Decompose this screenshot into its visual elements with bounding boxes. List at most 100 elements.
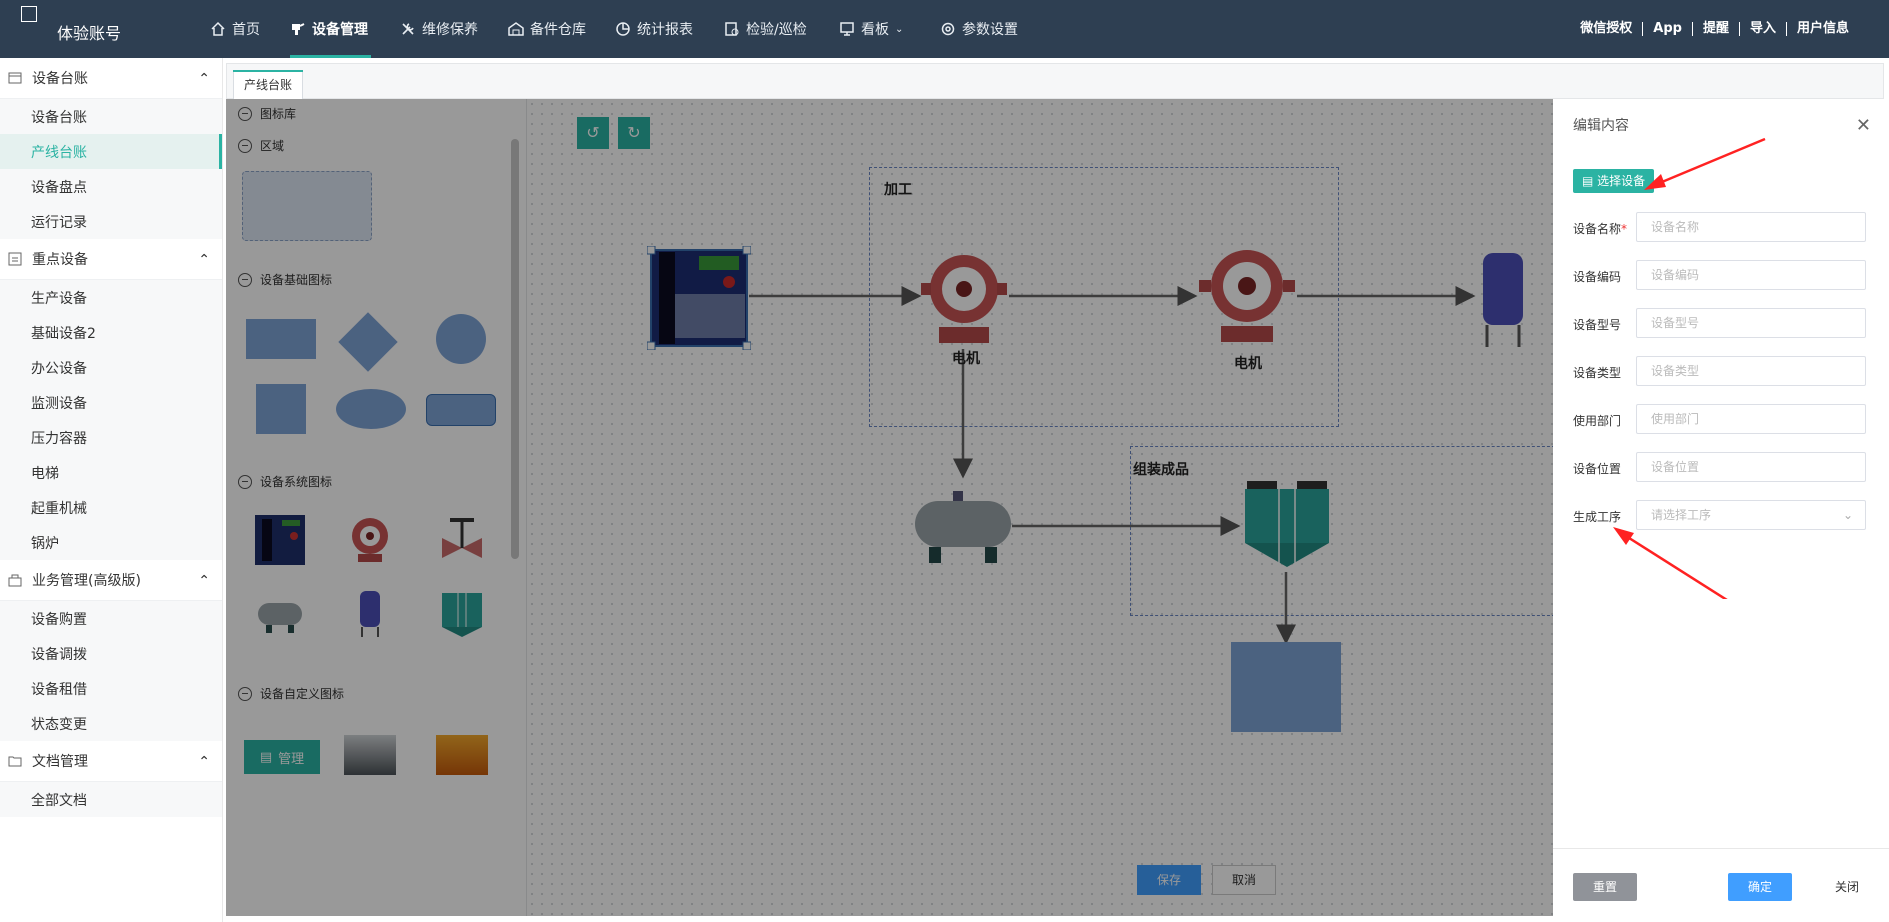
nav-device-management[interactable]: 设备管理	[290, 0, 371, 58]
logo-icon	[21, 6, 37, 22]
sidebar-item-inventory[interactable]: 设备盘点	[0, 169, 222, 204]
flow-canvas[interactable]: ↺ ↻ 加工 组装成品 电机 电机	[527, 99, 1560, 916]
nav-label: 首页	[232, 22, 260, 38]
pump-device-icon[interactable]	[344, 514, 396, 566]
close-button[interactable]: 关闭	[1834, 880, 1859, 894]
reset-button[interactable]: 重置	[1573, 873, 1637, 901]
manage-button[interactable]: ▤管理	[244, 740, 320, 774]
sidebar-item-run-record[interactable]: 运行记录	[0, 204, 222, 239]
sidebar-section-ledger[interactable]: 设备台账 ⌃	[0, 58, 222, 99]
ellipse-shape[interactable]	[336, 389, 406, 429]
sidebar-item-all-docs[interactable]: 全部文档	[0, 782, 222, 817]
cabinet-device-node[interactable]	[647, 246, 751, 350]
field-label: 设备类型	[1573, 366, 1622, 380]
silo-device-icon[interactable]	[436, 587, 488, 639]
sidebar-item-elevator[interactable]: 电梯	[0, 455, 222, 490]
undo-button[interactable]: ↺	[577, 117, 609, 149]
home-icon	[211, 21, 225, 36]
nav-statistics[interactable]: 统计报表	[615, 0, 693, 58]
location-input[interactable]: 设备位置	[1636, 452, 1866, 482]
cabinet-device-icon[interactable]	[254, 514, 306, 566]
library-scrollbar[interactable]	[511, 139, 519, 559]
vessel-device-icon[interactable]	[344, 587, 396, 639]
collapse-icon	[238, 106, 252, 121]
nav-label: 检验/巡检	[746, 22, 807, 38]
tab-line-ledger[interactable]: 产线台账	[233, 70, 304, 100]
wrench-icon	[402, 23, 414, 35]
sidebar-item-status-change[interactable]: 状态变更	[0, 706, 222, 741]
rectangle-node[interactable]	[1231, 642, 1341, 732]
square-shape[interactable]	[256, 384, 306, 434]
sidebar-item-office[interactable]: 办公设备	[0, 350, 222, 385]
redo-button[interactable]: ↻	[618, 117, 650, 149]
system-icons-title[interactable]: 设备系统图标	[238, 473, 332, 490]
sidebar-item-device-ledger[interactable]: 设备台账	[0, 99, 222, 134]
nav-dashboard[interactable]: 看板 ⌄	[839, 0, 903, 58]
nav-home[interactable]: 首页	[210, 0, 260, 58]
nav-inspection[interactable]: 检验/巡检	[724, 0, 807, 58]
sidebar-item-pressure-vessel[interactable]: 压力容器	[0, 420, 222, 455]
tank-device-icon[interactable]	[254, 587, 306, 639]
sidebar-item-line-ledger[interactable]: 产线台账	[0, 134, 222, 169]
cancel-button[interactable]: 取消	[1212, 865, 1276, 895]
basic-icons-title[interactable]: 设备基础图标	[238, 271, 332, 288]
link-app[interactable]: App	[1642, 22, 1692, 36]
nav-maintenance[interactable]: 维修保养	[400, 0, 478, 58]
collapse-icon	[238, 138, 252, 153]
custom-image-2[interactable]	[436, 735, 488, 775]
link-reminder[interactable]: 提醒	[1691, 22, 1739, 36]
sidebar-item-production[interactable]: 生产设备	[0, 280, 222, 315]
custom-icons-title[interactable]: 设备自定义图标	[238, 685, 344, 702]
link-wechat-auth[interactable]: 微信授权	[1580, 21, 1633, 36]
process-select[interactable]: 请选择工序 ⌄	[1636, 500, 1866, 530]
link-user-info[interactable]: 用户信息	[1785, 22, 1859, 36]
region-shape[interactable]	[242, 171, 372, 241]
sidebar-item-boiler[interactable]: 锅炉	[0, 525, 222, 560]
motor-label-1: 电机	[952, 351, 980, 367]
region-group-title[interactable]: 区域	[238, 137, 284, 154]
rounded-rect-shape[interactable]	[426, 394, 496, 426]
inspect-icon	[725, 22, 739, 36]
custom-image-1[interactable]	[344, 735, 396, 775]
basic-icons-text: 设备基础图标	[260, 273, 333, 287]
nav-label: 备件仓库	[530, 22, 586, 38]
nav-settings[interactable]: 参数设置	[940, 0, 1018, 58]
sidebar-section-documents[interactable]: 文档管理 ⌃	[0, 741, 222, 782]
chevron-up-icon: ⌃	[198, 71, 210, 87]
motor-device-node-2[interactable]	[1197, 242, 1297, 346]
region-assembly[interactable]	[1130, 446, 1560, 616]
motor-device-node-1[interactable]	[919, 247, 1009, 347]
device-type-input[interactable]: 设备类型	[1636, 356, 1866, 386]
sidebar-item-rental[interactable]: 设备租借	[0, 671, 222, 706]
section-label: 文档管理	[32, 754, 88, 770]
library-title[interactable]: 图标库	[238, 105, 296, 122]
save-button[interactable]: 保存	[1137, 865, 1201, 895]
close-icon[interactable]: ✕	[1855, 115, 1871, 136]
device-model-input[interactable]: 设备型号	[1636, 308, 1866, 338]
sidebar-item-basic2[interactable]: 基础设备2	[0, 315, 222, 350]
sidebar-item-crane[interactable]: 起重机械	[0, 490, 222, 525]
sidebar-section-business[interactable]: 业务管理(高级版) ⌃	[0, 560, 222, 601]
confirm-button[interactable]: 确定	[1728, 873, 1792, 901]
department-input[interactable]: 使用部门	[1636, 404, 1866, 434]
sidebar-item-monitor[interactable]: 监测设备	[0, 385, 222, 420]
sidebar-item-purchase[interactable]: 设备购置	[0, 601, 222, 636]
section-label: 重点设备	[32, 252, 88, 268]
field-device-model: 设备型号 设备型号	[1573, 308, 1873, 338]
silo-device-node[interactable]	[1237, 481, 1337, 573]
tank-device-node[interactable]	[913, 477, 1013, 573]
circle-shape[interactable]	[436, 314, 486, 364]
vessel-device-node[interactable]	[1473, 249, 1531, 349]
valve-device-icon[interactable]	[436, 514, 488, 566]
choose-device-button[interactable]: ▤ 选择设备	[1573, 169, 1655, 193]
device-code-input[interactable]: 设备编码	[1636, 260, 1866, 290]
library-title-text: 图标库	[260, 107, 297, 121]
rect-shape[interactable]	[246, 319, 316, 359]
sidebar-item-transfer[interactable]: 设备调拨	[0, 636, 222, 671]
nav-warehouse[interactable]: 备件仓库	[508, 0, 586, 58]
sidebar-section-key-devices[interactable]: 重点设备 ⌃	[0, 239, 222, 280]
device-name-input[interactable]: 设备名称	[1636, 212, 1866, 242]
brand-name[interactable]: 体验账号	[57, 24, 122, 43]
link-import[interactable]: 导入	[1738, 22, 1786, 36]
modal-overlay[interactable]	[226, 99, 1553, 916]
